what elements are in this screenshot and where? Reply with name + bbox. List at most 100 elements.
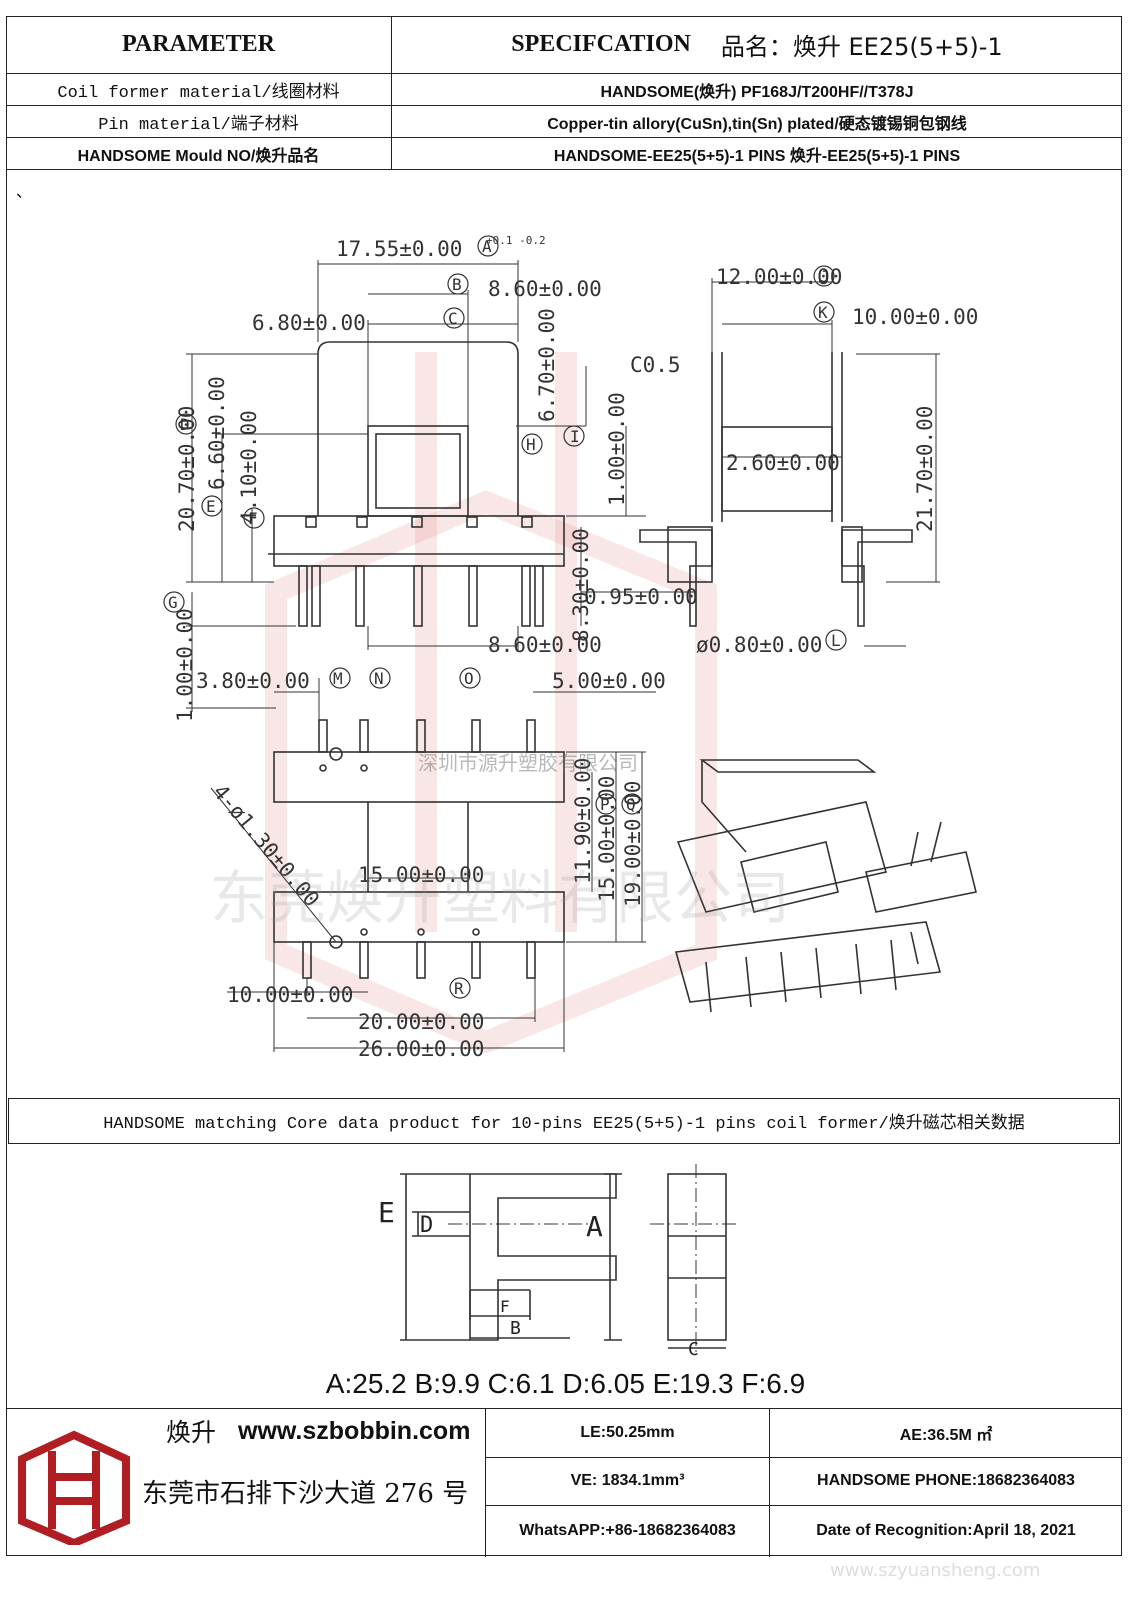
brand-line: 焕升 www.szbobbin.com [166,1409,470,1453]
svg-text:K: K [818,303,828,322]
logo-watermark [265,352,717,1054]
dim-1-00-left: 1.00±0.00 [173,608,197,722]
phone: HANDSOME PHONE:18682364083 [817,1472,1075,1489]
row-label-mould: HANDSOME Mould NO/焕升品名 [77,147,320,165]
title-row: PARAMETER SPECIFCATION 品名： 焕升 EE25(5+5)-… [6,16,1122,74]
core-label-f: F [500,1297,510,1316]
dim-5-00: 5.00±0.00 [552,669,666,693]
svg-text:N: N [374,669,384,688]
watermark-company-large: 东莞焕升塑料有限公司 [210,864,790,932]
e-core-side [667,1173,727,1341]
svg-text:J: J [820,267,830,286]
footer: 焕升 www.szbobbin.com 东莞市石排下沙大道 276 号 LE:5… [6,1408,1122,1557]
core-label-c: C [688,1339,699,1360]
dim-8-60-top: 8.60±0.00 [488,277,602,301]
svg-text:C: C [448,309,458,328]
dim-10-00-top: 10.00±0.00 [852,305,978,329]
svg-text:I: I [570,427,580,446]
marker-o: O [459,667,481,689]
svg-text:L: L [831,631,841,650]
core-label-a: A [586,1210,603,1243]
dim-20-00: 20.00±0.00 [358,1010,484,1034]
ae-value: AE:36.5M ㎡ [899,1427,993,1444]
marker-d: D [175,413,197,435]
svg-text:O: O [464,669,474,688]
svg-text:Q: Q [626,795,636,814]
dim-6-60: 6.60±0.00 [205,376,229,490]
svg-text:G: G [168,593,178,612]
dim-17-55: 17.55±0.00 [336,237,462,261]
marker-n: N [369,667,391,689]
e-core-left [469,1173,617,1341]
core-label-e: E [378,1196,395,1229]
whatsapp: WhatsAPP:+86-18682364083 [519,1522,736,1539]
product-name-value: 焕升 EE25(5+5)-1 [792,33,1003,61]
dim-tolerance-suffix: +0.1 -0.2 [486,234,546,247]
dim-c0-5: C0.5 [630,353,681,377]
dim-4-10: 4.10±0.00 [237,410,261,524]
dim-20-70: 20.70±0.00 [175,406,199,532]
dim-11-90: 11.90±0.00 [571,758,595,884]
svg-text:P: P [600,795,610,814]
core-values: A:25.2 B:9.9 C:6.1 D:6.05 E:19.3 F:6.9 [325,1368,806,1399]
spec-sheet [6,16,1122,1556]
marker-j: J [813,265,835,287]
row-label-pin: Pin material/端子材料 [98,115,299,135]
marker-k: K [813,301,835,323]
specification-heading: SPECIFCATION 品名： 焕升 EE25(5+5)-1 [392,16,1122,73]
marker-r: R [449,977,471,999]
dim-12-00: 12.00±0.00 [716,265,842,289]
address: 东莞市石排下沙大道 276 号 [142,1478,469,1509]
spec-label: SPECIFCATION [511,31,691,57]
dim-19-00: 19.00±0.00 [621,781,645,907]
marker-g: G [163,591,185,613]
marker-l: L [825,629,847,651]
dim-8-60-bottom: 8.60±0.00 [488,633,602,657]
core-diagram: E D A F B C [378,1164,740,1360]
svg-text:H: H [526,435,536,454]
website: www.szbobbin.com [238,1416,471,1445]
dim-0-95: 0.95±0.00 [584,585,698,609]
brand-name: 焕升 [166,1418,217,1447]
marker-c: C [443,307,465,329]
svg-text:E: E [206,497,216,516]
product-name-label: 品名： [720,33,793,61]
dim-3-80: 3.80±0.00 [196,669,310,693]
core-data-caption: HANDSOME matching Core data product for … [8,1098,1120,1144]
dim-10-00-bottom: 10.00±0.00 [227,983,353,1007]
svg-text:B: B [452,275,462,294]
handsome-logo [18,1430,130,1545]
core-label-b: B [510,1318,521,1339]
material-row: Coil former material/线圈材料 HANDSOME(焕升) P… [6,74,1122,106]
marker-e: E [201,495,223,517]
dim-26-00: 26.00±0.00 [358,1037,484,1061]
recognition-date: Date of Recognition:April 18, 2021 [816,1522,1076,1539]
dim-6-80: 6.80±0.00 [252,311,366,335]
marker-i: I [563,425,585,447]
marker-f: F [243,507,265,529]
dim-pin-diameter: ø0.80±0.00 [696,633,822,657]
dim-6-70: 6.70±0.00 [535,308,559,422]
le-value: LE:50.25mm [580,1424,675,1441]
marker-h: H [521,433,543,455]
row-value-pin: Copper-tin allory(CuSn),tin(Sn) plated/硬… [547,115,967,133]
core-label-d: D [420,1213,433,1238]
svg-text:D: D [180,415,190,434]
mould-row: HANDSOME Mould NO/焕升品名 HANDSOME-EE25(5+5… [6,138,1122,170]
watermark-url: www.szyuansheng.com [830,1560,1041,1581]
row-value-coil: HANDSOME(焕升) PF168J/T200HF//T378J [600,83,914,101]
marker-a: A [477,235,499,257]
dim-15-00-horizontal: 15.00±0.00 [358,863,484,887]
dim-2-60: 2.60±0.00 [726,451,840,475]
row-value-mould: HANDSOME-EE25(5+5)-1 PINS 焕升-EE25(5+5)-1… [553,147,961,165]
row-label-coil: Coil former material/线圈材料 [57,83,340,103]
marker-q: Q [621,793,643,815]
dim-8-30: 8.30±0.00 [569,528,593,642]
marker-m: M [329,667,351,689]
svg-text:A: A [482,237,492,256]
marker-b: B [447,273,469,295]
stray-mark: 、 [16,184,33,201]
marker-p: P [595,793,617,815]
pin-row: Pin material/端子材料 Copper-tin allory(CuSn… [6,106,1122,138]
ve-value: VE: 1834.1mm³ [570,1472,685,1489]
